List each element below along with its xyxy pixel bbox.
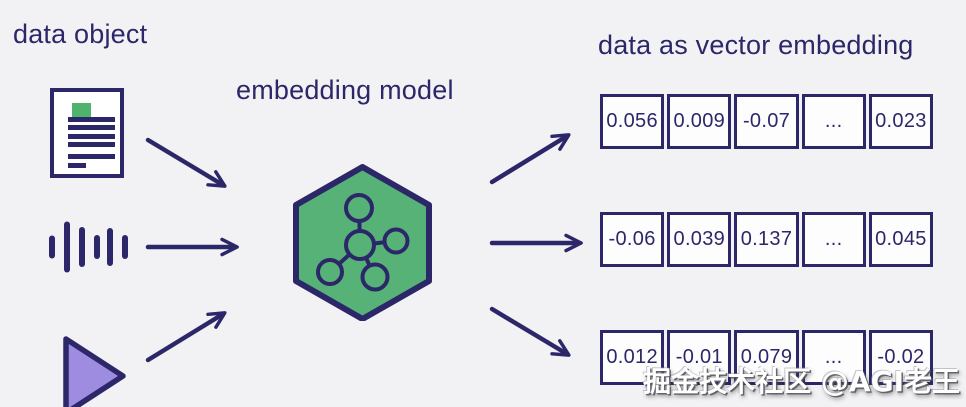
embedding-model-title: embedding model xyxy=(236,75,454,105)
vector-cell: ... xyxy=(801,330,866,385)
document-text-line xyxy=(68,142,115,147)
document-text-line xyxy=(68,117,115,122)
vector-cell: 0.137 xyxy=(734,212,799,267)
vector-cell: -0.01 xyxy=(667,330,732,385)
vector-embedding-title: data as vector embedding xyxy=(598,30,914,60)
vector-cell: -0.06 xyxy=(600,212,665,267)
data-object-title: data object xyxy=(13,19,148,49)
hexagon-network-icon xyxy=(293,164,432,321)
arrow-model-to-vector3 xyxy=(489,306,571,357)
arrow-model-to-vector1 xyxy=(489,133,571,185)
vector-cell: 0.039 xyxy=(667,212,732,267)
document-text-line xyxy=(68,154,115,159)
vector-cell: ... xyxy=(801,212,866,267)
vector-cell: 0.079 xyxy=(734,330,799,385)
document-text-line xyxy=(68,134,115,139)
watermark-text: 掘金技术社区 @AGI老王 xyxy=(643,365,960,398)
text-document-icon xyxy=(50,88,124,178)
vector-cell: 0.012 xyxy=(600,330,665,385)
vector-cell: 0.009 xyxy=(667,94,732,149)
vector-cell: 0.056 xyxy=(600,94,665,149)
document-text-line xyxy=(68,163,86,168)
vector-cell: 0.023 xyxy=(868,94,934,149)
vector-cell: -0.02 xyxy=(868,330,934,385)
vector-cell: 0.045 xyxy=(868,212,934,267)
vector-cell: ... xyxy=(801,94,866,149)
arrow-doc-to-model xyxy=(145,137,227,188)
vector-cell: -0.07 xyxy=(734,94,799,149)
audio-waveform-icon xyxy=(49,221,128,273)
play-triangle-icon xyxy=(63,336,126,407)
arrow-video-to-model xyxy=(145,311,227,363)
document-text-line xyxy=(68,125,115,130)
